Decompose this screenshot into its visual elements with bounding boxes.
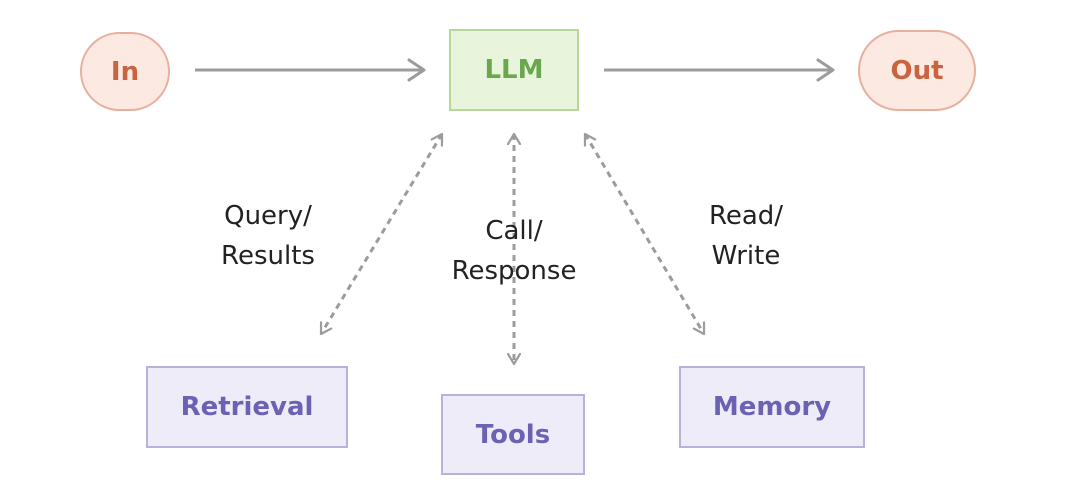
- llm-memory-dashed-arrow: [583, 134, 706, 334]
- llm-node: LLM: [449, 29, 579, 111]
- input-node: In: [80, 32, 170, 111]
- tools-node: Tools: [441, 394, 585, 475]
- retrieval-edge-label-line1: Query/: [224, 201, 312, 231]
- memory-edge-label-line2: Write: [711, 241, 781, 271]
- retrieval-edge-label: Query/ Results: [196, 196, 340, 276]
- memory-edge-label-line1: Read/: [708, 201, 784, 231]
- tools-edge-label: Call/ Response: [436, 211, 592, 291]
- retrieval-node-label: Retrieval: [180, 392, 314, 422]
- memory-edge-label: Read/ Write: [686, 196, 806, 276]
- llm-retrieval-dashed-arrow: [319, 134, 444, 334]
- llm-node-label: LLM: [484, 55, 544, 85]
- tools-edge-label-line1: Call/: [485, 216, 543, 246]
- input-node-label: In: [110, 56, 140, 87]
- memory-node-label: Memory: [712, 392, 832, 422]
- memory-node: Memory: [679, 366, 865, 448]
- tools-node-label: Tools: [475, 419, 551, 450]
- tools-edge-label-line2: Response: [451, 256, 577, 286]
- output-node: Out: [858, 30, 976, 111]
- retrieval-node: Retrieval: [146, 366, 348, 448]
- retrieval-edge-label-line2: Results: [221, 241, 315, 271]
- output-node-label: Out: [890, 55, 944, 86]
